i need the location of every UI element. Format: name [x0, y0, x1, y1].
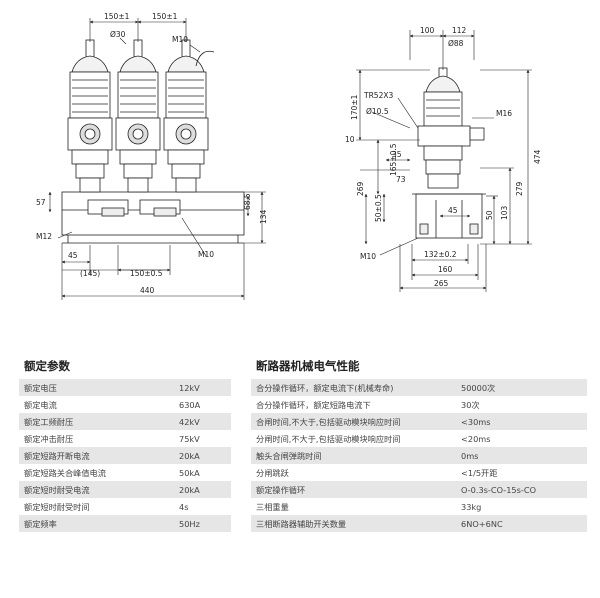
dim-112: 112 — [452, 26, 467, 35]
param-value: 75kV — [174, 430, 231, 447]
dim-tr52x3: TR52X3 — [363, 91, 393, 100]
prop-value: 30次 — [456, 396, 587, 413]
side-view-drawing — [412, 67, 486, 239]
dim-dia88: Ø88 — [448, 39, 464, 48]
dim-dia10-5: Ø10.5 — [366, 107, 389, 116]
prop-value: 0ms — [456, 447, 587, 464]
dim-50: 50 — [485, 210, 494, 220]
technical-drawings: 150±1 150±1 Ø30 M10 57 68.5 134 M12 M10 … — [36, 12, 542, 300]
dim-68-5: 68.5 — [243, 193, 252, 210]
param-value: 42kV — [174, 413, 231, 430]
table-row: 合闸时间,不大于,包括驱动模块响应时间<30ms — [251, 413, 587, 430]
dim-50-v: 50±0.5 — [374, 194, 383, 222]
mech-props-title: 断路器机械电气性能 — [256, 359, 360, 373]
dim-dia30: Ø30 — [110, 30, 126, 39]
prop-name: 触头合闸弹跳时间 — [251, 447, 456, 464]
dim-100: 100 — [420, 26, 435, 35]
prop-name: 分闸时间,不大于,包括驱动模块响应时间 — [251, 430, 456, 447]
dim-474: 474 — [533, 149, 542, 164]
prop-value: 33kg — [456, 498, 587, 515]
param-name: 额定工频耐压 — [19, 413, 174, 430]
param-value: 20kA — [174, 447, 231, 464]
prop-name: 三相断路器辅助开关数量 — [251, 515, 456, 532]
table-row: 分闸时间,不大于,包括驱动模块响应时间<20ms — [251, 430, 587, 447]
dim-269: 269 — [356, 181, 365, 196]
prop-value: <1/5开距 — [456, 464, 587, 481]
dim-150-bottom: 150±0.5 — [130, 269, 163, 278]
param-name: 额定频率 — [19, 515, 174, 532]
dim-45-side: 45 — [448, 206, 458, 215]
dim-170: 170±1 — [350, 94, 359, 120]
dim-440: 440 — [140, 286, 155, 295]
param-name: 额定短时耐受电流 — [19, 481, 174, 498]
dim-45: 45 — [68, 251, 78, 260]
table-row: 合分操作循环，额定电流下(机械寿命)50000次 — [251, 379, 587, 396]
param-name: 额定冲击耐压 — [19, 430, 174, 447]
param-name: 额定短时耐受时间 — [19, 498, 174, 515]
prop-value: O-0.3s-CO-15s-CO — [456, 481, 587, 498]
dim-m12: M12 — [36, 232, 52, 241]
param-name: 额定短路关合峰值电流 — [19, 464, 174, 481]
dim-m10-top: M10 — [172, 35, 188, 44]
param-name: 额定短路开断电流 — [19, 447, 174, 464]
param-value: 4s — [174, 498, 231, 515]
prop-value: 6NO+6NC — [456, 515, 587, 532]
prop-value: 50000次 — [456, 379, 587, 396]
dim-m10-side: M10 — [360, 252, 376, 261]
rated-params-title: 额定参数 — [24, 359, 70, 373]
dim-265: 265 — [434, 279, 449, 288]
param-value: 50Hz — [174, 515, 231, 532]
prop-value: <30ms — [456, 413, 587, 430]
prop-name: 合分操作循环，额定短路电流下 — [251, 396, 456, 413]
dim-160: 160 — [438, 265, 453, 274]
param-value: 50kA — [174, 464, 231, 481]
param-name: 额定电压 — [19, 379, 174, 396]
dim-10: 10 — [345, 135, 355, 144]
front-view-dimensions — [48, 18, 266, 300]
dim-279: 279 — [515, 181, 524, 196]
dim-165: 165±0.5 — [389, 143, 398, 176]
prop-name: 合分操作循环，额定电流下(机械寿命) — [251, 379, 456, 396]
dim-m16: M16 — [496, 109, 512, 118]
prop-value: <20ms — [456, 430, 587, 447]
side-view-dimensions — [356, 30, 532, 292]
prop-name: 额定操作循环 — [251, 481, 456, 498]
dim-57: 57 — [36, 198, 46, 207]
dim-132: 132±0.2 — [424, 250, 457, 259]
prop-name: 合闸时间,不大于,包括驱动模块响应时间 — [251, 413, 456, 430]
dim-73: 73 — [396, 175, 406, 184]
param-value: 12kV — [174, 379, 231, 396]
prop-name: 分闸跳跃 — [251, 464, 456, 481]
param-value: 630A — [174, 396, 231, 413]
dim-134: 134 — [259, 209, 268, 224]
prop-name: 三相重量 — [251, 498, 456, 515]
dim-145: (145) — [80, 269, 100, 278]
dim-m10-bottom: M10 — [198, 250, 214, 259]
table-row: 分闸跳跃<1/5开距 — [251, 464, 587, 481]
param-name: 额定电流 — [19, 396, 174, 413]
front-view-drawing — [61, 39, 245, 244]
dim-150-right: 150±1 — [152, 12, 178, 21]
param-value: 20kA — [174, 481, 231, 498]
pole-drawing — [67, 39, 113, 193]
dim-103: 103 — [500, 205, 509, 220]
dim-35: 35 — [392, 150, 402, 159]
dim-150-left: 150±1 — [104, 12, 130, 21]
